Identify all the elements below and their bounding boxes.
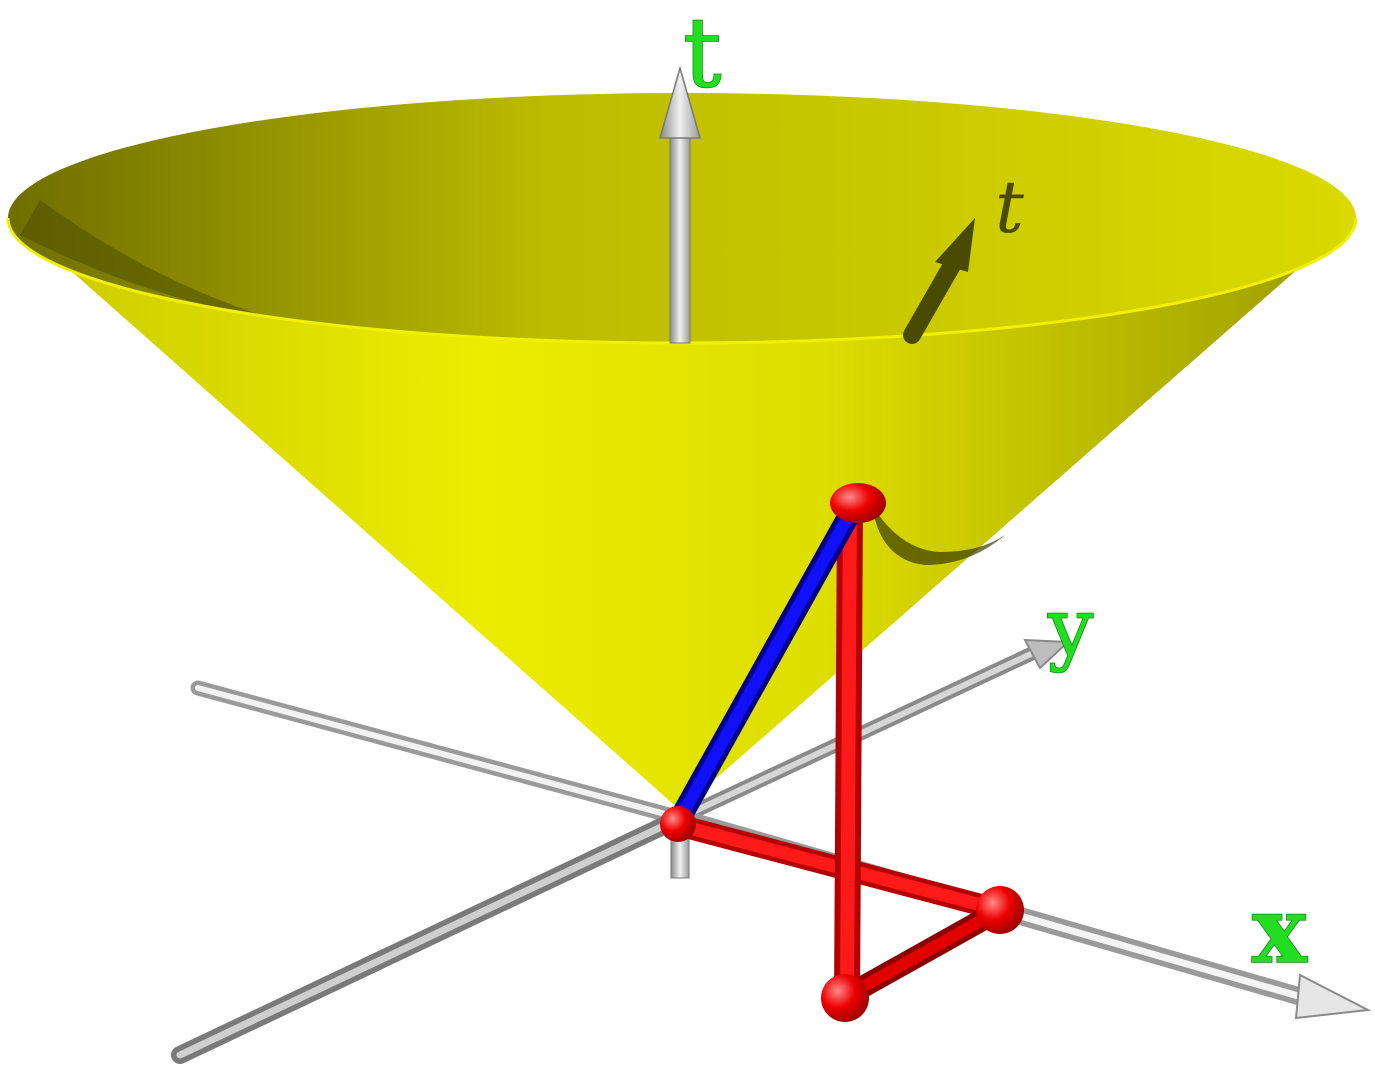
x-axis-back [190, 680, 688, 826]
t-axis-arrowhead [659, 65, 701, 139]
sphere-shadow [872, 505, 1005, 565]
cone-body [7, 215, 1357, 810]
sphere-x-point [976, 886, 1024, 934]
y-axis-arrowhead [1023, 638, 1071, 670]
sphere-top [830, 483, 886, 523]
y-axis-front [171, 809, 689, 1064]
sphere-origin [660, 806, 696, 842]
sphere-bottom [821, 974, 869, 1022]
t-prime-shadow-label: t [995, 165, 1025, 249]
x-axis-label: x [1252, 876, 1308, 984]
x-axis-arrowhead [1294, 973, 1372, 1020]
t-prime-shadow-arrow: t [903, 165, 1025, 344]
red-right-triangle [667, 495, 1011, 1011]
cone-inside-shadow [20, 200, 270, 318]
t-axis-label: t [683, 0, 722, 109]
y-axis-label: y [1047, 581, 1093, 674]
blue-hypotenuse [667, 499, 863, 833]
